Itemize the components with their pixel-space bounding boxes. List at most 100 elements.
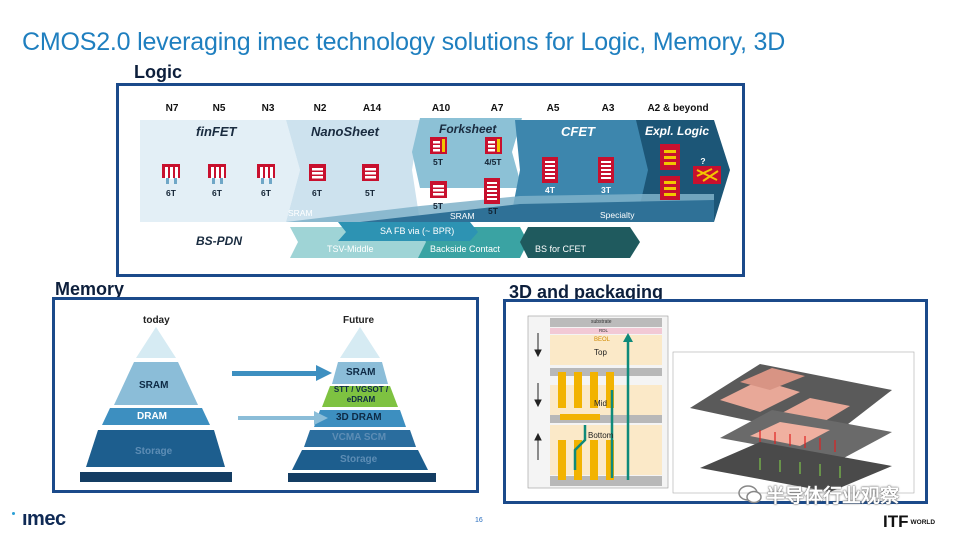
- arch-expl-logic: Expl. Logic: [645, 124, 710, 138]
- top-tier: [550, 335, 662, 365]
- track-n7: 6T: [166, 188, 176, 198]
- sram-migration-arrow-icon: [232, 365, 332, 381]
- node-a5: A5: [546, 103, 560, 114]
- imec-logo-dot: [12, 512, 15, 515]
- future-storage-level: [292, 450, 428, 470]
- today-storage-label: Storage: [135, 446, 173, 457]
- arch-cfet: CFET: [561, 124, 595, 139]
- dram-migration-arrow-icon: [238, 411, 328, 425]
- future-sram-label: SRAM: [346, 367, 376, 378]
- top-tier-label: Top: [594, 348, 607, 357]
- tsv-middle-label: TSV-Middle: [327, 244, 374, 254]
- node-a10: A10: [431, 103, 451, 114]
- finfet-transistor-icon-n5: [208, 164, 226, 184]
- track-a5: 4T: [545, 185, 555, 195]
- future-top-level: [340, 327, 380, 358]
- future-storage-label: Storage: [340, 454, 378, 465]
- node-n3: N3: [261, 103, 275, 114]
- forksheet-transistor-icon-a10-bottom: [430, 181, 447, 198]
- rdl-label: RDL: [599, 328, 609, 333]
- mid-tier-label: Mid: [594, 399, 607, 408]
- sram-label-2: SRAM: [450, 211, 475, 221]
- forksheet-band: [412, 118, 522, 188]
- logic-section-label: Logic: [134, 62, 182, 82]
- today-base: [80, 472, 232, 482]
- cfet-transistor-icon-a7: [484, 178, 500, 204]
- track-n2: 6T: [312, 188, 322, 198]
- power-delivery-arrows: [759, 458, 841, 478]
- today-label: today: [143, 315, 170, 326]
- node-a3: A3: [601, 103, 615, 114]
- expl-logic-2d-icon: [660, 144, 680, 170]
- bspdn-label: BS-PDN: [196, 234, 243, 248]
- safb-arrow: [338, 222, 478, 241]
- page-number: 16: [475, 517, 483, 524]
- arch-forksheet: Forksheet: [439, 122, 497, 136]
- bottom-tier-label: Bottom: [588, 431, 614, 440]
- bs-for-cfet-arrow: [520, 227, 640, 258]
- today-sram-label: SRAM: [139, 380, 169, 391]
- forksheet-transistor-icon-a10-top: [430, 137, 447, 154]
- sram-label-1: SRAM: [288, 208, 313, 218]
- specialty-ramp: [360, 200, 714, 222]
- packaging-section-label: 3D and packaging: [509, 282, 664, 302]
- stack-bottom-layer: [700, 442, 892, 492]
- memory-section-label: Memory: [55, 279, 125, 299]
- beol-label: BEOL: [594, 337, 611, 343]
- slide-title: CMOS2.0 leveraging imec technology solut…: [22, 28, 786, 56]
- finfet-transistor-icon-n7: [162, 164, 180, 184]
- node-a2-beyond: A2 & beyond: [647, 103, 709, 114]
- future-stt-level: [322, 386, 398, 407]
- stack-top-layer: [690, 364, 892, 438]
- itf-logo-text: ITF: [883, 512, 909, 531]
- track-n3: 6T: [261, 188, 271, 198]
- node-n2: N2: [313, 103, 327, 114]
- specialty-label: Specialty: [600, 210, 635, 220]
- backside-contact-label: Backside Contact: [430, 244, 501, 254]
- today-dram-label: DRAM: [137, 411, 167, 422]
- track-n5: 6T: [212, 188, 222, 198]
- track-unknown: ?: [700, 156, 706, 166]
- finfet-transistor-icon-n3: [257, 164, 275, 184]
- safb-label: SA FB via (~ BPR): [380, 226, 455, 236]
- itf-logo-sub: WORLD: [910, 519, 936, 527]
- future-label: Future: [343, 315, 375, 326]
- track-a7-top: 4/5T: [484, 157, 502, 167]
- today-storage-level: [86, 430, 225, 467]
- node-n5: N5: [212, 103, 226, 114]
- signal-path-arrows: [573, 340, 630, 480]
- nanosheet-transistor-icon-n2: [309, 164, 326, 181]
- tsv-pillars: [558, 372, 614, 480]
- future-vcma-level: [304, 430, 416, 447]
- substrate-label: substrate: [591, 319, 612, 325]
- forksheet-transistor-icon-a7-top: [485, 137, 502, 154]
- nanosheet-band: [286, 120, 420, 222]
- arch-finfet: finFET: [196, 124, 237, 139]
- cfet-transistor-icon-a3: [598, 157, 614, 183]
- rdl-layer: [550, 328, 662, 334]
- nanosheet-transistor-icon-a14: [362, 164, 379, 181]
- today-dram-level: [102, 408, 210, 425]
- track-a10-top: 5T: [433, 157, 443, 167]
- node-a14: A14: [362, 103, 382, 114]
- imec-logo: ımec: [22, 508, 66, 530]
- expl-logic-cnt-icon: [693, 166, 721, 184]
- cfet-transistor-icon-a5: [542, 157, 558, 183]
- track-a3: 3T: [601, 185, 611, 195]
- track-a10-bottom: 5T: [433, 201, 443, 211]
- future-3d-dram-label: 3D DRAM: [336, 412, 382, 423]
- bs-cfet-label: BS for CFET: [535, 244, 587, 254]
- today-top-level: [136, 327, 176, 358]
- today-sram-level: [114, 362, 198, 405]
- substrate-layer: [550, 318, 662, 327]
- node-a7: A7: [490, 103, 504, 114]
- tier-direction-arrows: [534, 333, 542, 460]
- track-a7-bottom: 5T: [488, 206, 498, 216]
- wechat-icon: [738, 485, 762, 504]
- future-stt-label: STT / VGSOT / eDRAM: [333, 385, 389, 404]
- future-sram-level: [332, 362, 388, 384]
